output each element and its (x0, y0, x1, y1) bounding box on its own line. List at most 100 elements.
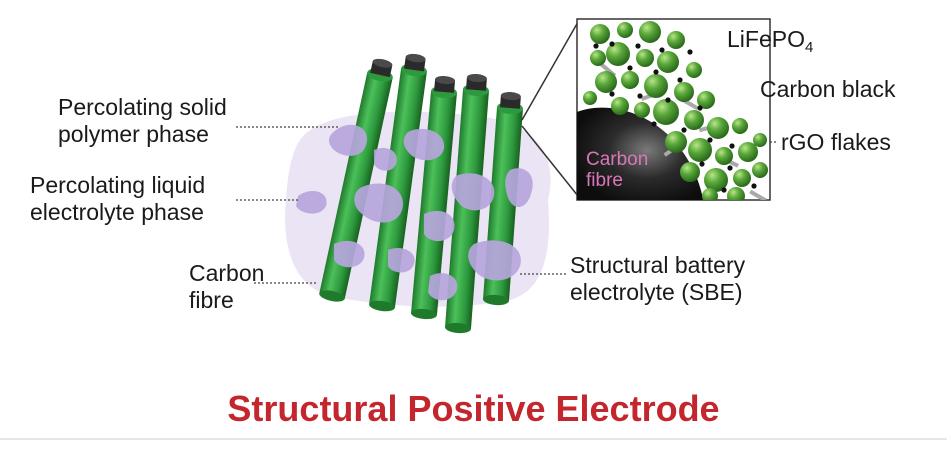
lifepo4-particle (753, 133, 767, 147)
lifepo4-particle (636, 49, 654, 67)
lifepo4-particle (590, 50, 606, 66)
polymer-blob (428, 273, 458, 301)
lifepo4-particle (583, 91, 597, 105)
carbon-black-particle (609, 91, 615, 97)
label-line: rGO flakes (781, 129, 891, 155)
polymer-blob (388, 247, 415, 273)
label-line: fibre (586, 170, 623, 191)
fibre-cap-top (372, 58, 393, 68)
label-lifepo4-subscript: 4 (804, 39, 814, 56)
lifepo4-particle (707, 117, 729, 139)
carbon-black-particle (687, 49, 693, 55)
carbon-black-particle (721, 187, 727, 193)
polymer-blob (468, 240, 521, 281)
lifepo4-particle (617, 22, 633, 38)
lifepo4-particle (727, 187, 745, 200)
label-line: Structural battery (570, 252, 746, 278)
polymer-blob (329, 124, 368, 156)
label-lifepo4: LiFePO4 (727, 26, 813, 61)
carbon-black-particle (677, 77, 683, 83)
carbon-black-particle (699, 161, 705, 167)
label-carbon-fibre: Carbon fibre (189, 260, 264, 314)
carbon-black-particle (609, 41, 615, 47)
carbon-black-particle (751, 183, 757, 189)
lifepo4-particle (667, 31, 685, 49)
lifepo4-particle (684, 110, 704, 130)
inset-carbon-fibre (577, 107, 704, 200)
zoom-connector (521, 21, 579, 197)
polymer-blob (374, 147, 397, 171)
lifepo4-particle (621, 71, 639, 89)
polymer-blob (296, 191, 327, 214)
polymer-blob (451, 173, 495, 211)
carbon-black-particle (659, 47, 665, 53)
carbon-black-particle (627, 65, 633, 71)
carbon-black-particle (707, 137, 713, 143)
carbon-fibre (411, 75, 457, 320)
lifepo4-particle (653, 99, 679, 125)
carbon-black-particle (651, 121, 657, 127)
label-line: Percolating solid (58, 94, 227, 120)
carbon-black-particle (665, 97, 671, 103)
lifepo4-particle (702, 188, 718, 200)
lifepo4-particle (674, 82, 694, 102)
label-line: Carbon black (760, 76, 896, 102)
carbon-black-particle (697, 105, 703, 111)
carbon-black-particle (593, 43, 599, 49)
rgo-flake (749, 189, 767, 200)
label-solid-polymer-phase: Percolating solid polymer phase (58, 94, 227, 148)
lifepo4-particle (657, 51, 679, 73)
carbon-black-particle (729, 143, 735, 149)
carbon-fibre (369, 53, 427, 312)
lifepo4-particle (738, 142, 758, 162)
lifepo4-particle (715, 147, 733, 165)
label-inset-carbon-fibre: Carbon fibre (586, 149, 648, 191)
label-line: electrolyte (SBE) (570, 279, 743, 305)
fibre-cap-top (466, 73, 487, 83)
lifepo4-particle (686, 62, 702, 78)
inset-zoom (576, 18, 771, 201)
lifepo4-particle (639, 21, 661, 43)
fibre-cap-top (500, 91, 521, 101)
lifepo4-particle (732, 118, 748, 134)
lifepo4-particle (606, 42, 630, 66)
label-line: Carbon (586, 149, 649, 170)
carbon-black-particle (635, 43, 641, 49)
lifepo4-particle (644, 74, 668, 98)
lifepo4-particle (634, 102, 650, 118)
carbon-black-particle (681, 127, 687, 133)
label-carbon-black: Carbon black (760, 76, 896, 103)
lifepo4-particle (590, 24, 610, 44)
lifepo4-particle (595, 71, 617, 93)
label-line: polymer phase (58, 121, 209, 147)
divider (0, 438, 947, 440)
diagram-title: Structural Positive Electrode (227, 388, 720, 429)
carbon-fibre-group (319, 53, 523, 334)
polymer-blob (424, 210, 455, 242)
lifepo4-particle (688, 138, 712, 162)
carbon-black-particle (653, 69, 659, 75)
label-line: Carbon (189, 260, 265, 286)
lifepo4-particle (680, 162, 700, 182)
lifepo4-particle (752, 162, 768, 178)
lifepo4-particles (583, 21, 768, 200)
label-lifepo4-text: LiFePO (727, 26, 805, 52)
carbon-black-particle (727, 165, 733, 171)
label-line: Percolating liquid (30, 172, 206, 198)
polymer-blob (354, 183, 403, 223)
lifepo4-particle (611, 97, 629, 115)
lifepo4-particle (733, 169, 751, 187)
carbon-black-particle (637, 93, 643, 99)
lifepo4-particle (697, 91, 715, 109)
label-rgo-flakes: rGO flakes (781, 129, 891, 156)
label-line: electrolyte phase (30, 199, 204, 225)
label-liquid-electrolyte-phase: Percolating liquid electrolyte phase (30, 172, 205, 226)
polymer-blob (505, 168, 533, 208)
fibre-cap-top (435, 75, 456, 85)
lifepo4-particle (704, 168, 728, 192)
carbon-black-particles (593, 41, 757, 193)
label-structural-battery-electrolyte: Structural battery electrolyte (SBE) (570, 252, 745, 306)
polymer-blob (334, 240, 365, 268)
polymer-phase-blobs (296, 124, 533, 301)
